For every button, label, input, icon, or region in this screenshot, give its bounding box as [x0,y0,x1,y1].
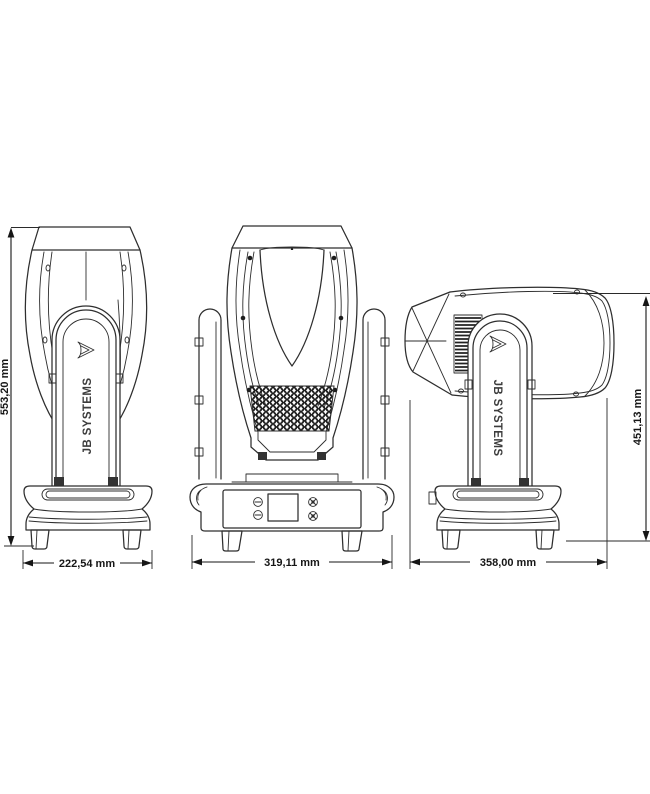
base-front [189,483,395,552]
base-side [23,485,153,550]
brand-logo-icon [489,335,507,353]
yoke-arm-front-right [362,308,390,480]
head-front [226,225,358,483]
menu-button [253,510,263,520]
dimension-width-right: 358,00 mm [409,398,608,569]
dim-label-height-right: 451,13 mm [632,389,644,445]
menu-button [308,511,318,521]
screw-details [458,289,580,397]
side-view-right: JB SYSTEMS [404,286,650,569]
yoke-arm-side: JB SYSTEMS [48,305,124,488]
dim-label-width-right: 358,00 mm [480,557,536,569]
base-right-view [428,485,562,550]
foot [341,530,363,552]
dimension-width-front: 319,11 mm [191,535,393,569]
brand-text-left: JB SYSTEMS [82,378,94,455]
dim-label-width-left: 222,54 mm [59,558,115,570]
brand-text-right: JB SYSTEMS [491,380,503,457]
dim-label-width-front: 319,11 mm [264,557,320,569]
head-horizontal [404,286,615,400]
honeycomb-grille [249,385,335,432]
foot [30,529,50,550]
side-view-left: JB SYSTEMS 553,2 [0,226,153,570]
menu-button [253,497,263,507]
dimension-height-right: 451,13 mm [553,293,650,542]
dimension-width-left: 222,54 mm [22,550,153,570]
yoke-arm-front-left [194,308,222,480]
foot [221,530,243,552]
foot [122,529,142,550]
menu-button [308,497,318,507]
front-view: 319,11 mm [189,225,395,569]
foot [535,529,555,550]
yoke-arm-right-view: JB SYSTEMS [464,313,536,488]
front-lens-shape [259,246,325,367]
display-screen [267,493,299,522]
foot [441,529,461,550]
dim-label-height-left: 553,20 mm [0,359,11,415]
dimension-height-left: 553,20 mm [0,227,40,547]
brand-logo-icon [77,341,95,359]
